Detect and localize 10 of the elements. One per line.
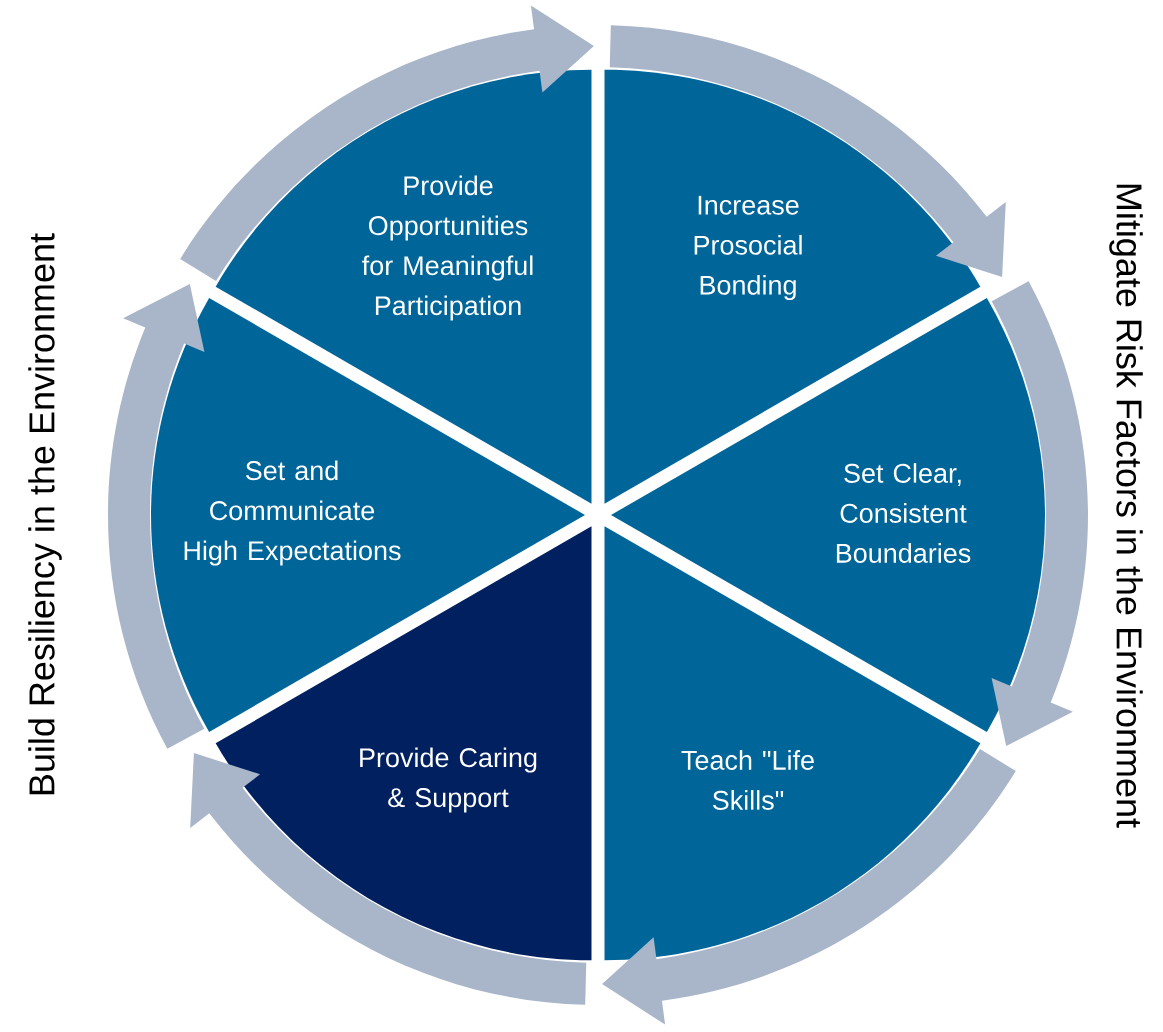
- curved-arrow: [108, 284, 205, 749]
- curved-arrow: [609, 25, 1006, 277]
- curved-arrow: [602, 749, 1016, 1025]
- side-title: Build Resiliency in the Environment: [28, 233, 62, 795]
- curved-arrow: [180, 5, 594, 281]
- node-label: Teach "Life Skills": [681, 750, 814, 810]
- curved-arrow: [190, 753, 587, 1005]
- curved-arrow: [991, 281, 1088, 746]
- side-title: Mitigate Risk Factors in the Environment: [1109, 184, 1143, 828]
- node-label: Increase Prosocial Bonding: [694, 195, 802, 301]
